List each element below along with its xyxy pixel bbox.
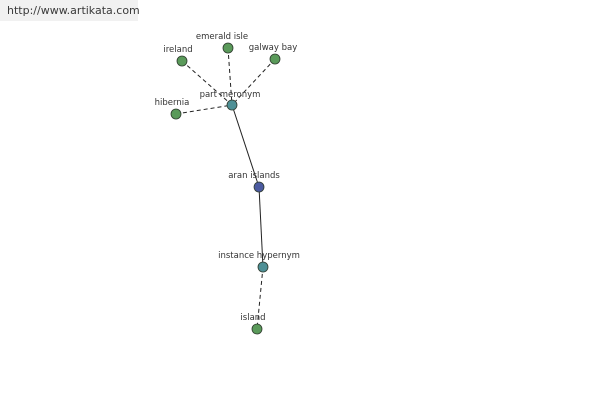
node-aran_islands[interactable]: aran islands [228,171,280,193]
node-label-hibernia: hibernia [155,98,190,108]
node-circle-part_meronym[interactable] [226,99,238,111]
edge-instance_hypernym-island [256,266,264,330]
node-circle-instance_hypernym[interactable] [257,261,269,273]
node-label-part_meronym: part meronym [200,90,261,100]
node-label-emerald_isle: emerald isle [196,32,248,42]
node-circle-ireland[interactable] [176,55,188,67]
edge-part_meronym-aran_islands [231,104,260,188]
edge-galway_bay-part_meronym [231,58,276,106]
edge-emerald_isle-part_meronym [227,47,233,106]
node-label-island: island [240,313,265,323]
node-galway_bay[interactable]: galway bay [249,43,298,65]
site-link[interactable]: http://www.artikata.com [0,0,140,21]
node-part_meronym[interactable]: part meronym [200,90,261,111]
node-circle-hibernia[interactable] [170,108,182,120]
node-circle-island[interactable] [251,323,263,335]
edge-aran_islands-instance_hypernym [258,186,264,268]
node-circle-emerald_isle[interactable] [222,42,234,54]
node-label-instance_hypernym: instance hypernym [218,251,300,261]
node-circle-aran_islands[interactable] [253,181,265,193]
node-label-galway_bay: galway bay [249,43,298,53]
node-instance_hypernym[interactable]: instance hypernym [218,251,300,273]
graph-edges [175,47,276,330]
node-label-ireland: ireland [163,45,192,55]
node-island[interactable]: island [240,313,266,335]
node-label-aran_islands: aran islands [228,171,280,181]
edge-hibernia-part_meronym [175,104,233,115]
node-circle-galway_bay[interactable] [269,53,281,65]
node-hibernia[interactable]: hibernia [155,98,190,120]
node-ireland[interactable]: ireland [163,45,193,67]
node-emerald_isle[interactable]: emerald isle [196,32,248,54]
